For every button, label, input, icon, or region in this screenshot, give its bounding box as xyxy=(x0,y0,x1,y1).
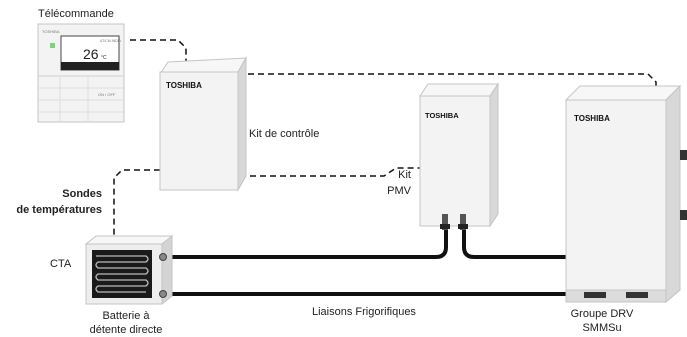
coil-label-line1: Batterie à xyxy=(102,310,150,322)
wire-sensors xyxy=(113,169,160,238)
wire-kit-to-pmv xyxy=(240,167,420,177)
wire-remote-to-kit xyxy=(130,39,187,72)
remote-button-text: ON / OFF xyxy=(98,92,116,97)
refrigerant-links-label: Liaisons Frigorifiques xyxy=(312,306,416,318)
drv-outdoor-unit-icon: TOSHIBA xyxy=(564,84,687,304)
drv-label-line2: SMMSu xyxy=(582,322,622,334)
cta-coil-icon xyxy=(84,234,174,306)
sensors-label-line1: Sondes xyxy=(62,188,102,200)
remote-control-icon: TOSHIBA AT/CM INDIA 26 °C ON / OFF xyxy=(37,23,125,123)
remote-header-right: AT/CM INDIA xyxy=(100,39,122,43)
pmv-label-line1: Kit xyxy=(398,169,411,181)
drv-logo: TOSHIBA xyxy=(574,114,610,123)
cta-label: CTA xyxy=(50,258,72,270)
pmv-kit-box-icon: TOSHIBA xyxy=(419,82,499,230)
pipe-cta-to-pmv xyxy=(170,230,448,259)
remote-unit: °C xyxy=(101,55,107,61)
control-kit-box-icon: TOSHIBA xyxy=(159,56,247,192)
pipe-pmv-to-drv xyxy=(462,230,566,259)
remote-temperature: 26 xyxy=(83,46,99,62)
refrigerant-pipes xyxy=(170,230,574,296)
sensors-label-line2: de températures xyxy=(16,204,102,216)
control-kit-label: Kit de contrôle xyxy=(249,128,320,140)
drv-label-line1: Groupe DRV xyxy=(570,308,634,320)
pmv-label-line2: PMV xyxy=(387,185,411,197)
pmv-logo: TOSHIBA xyxy=(425,111,459,120)
coil-label-line2: détente directe xyxy=(89,324,163,336)
control-kit-logo: TOSHIBA xyxy=(166,81,202,90)
remote-label: Télécommande xyxy=(38,8,114,20)
remote-header-left: TOSHIBA xyxy=(42,29,60,34)
